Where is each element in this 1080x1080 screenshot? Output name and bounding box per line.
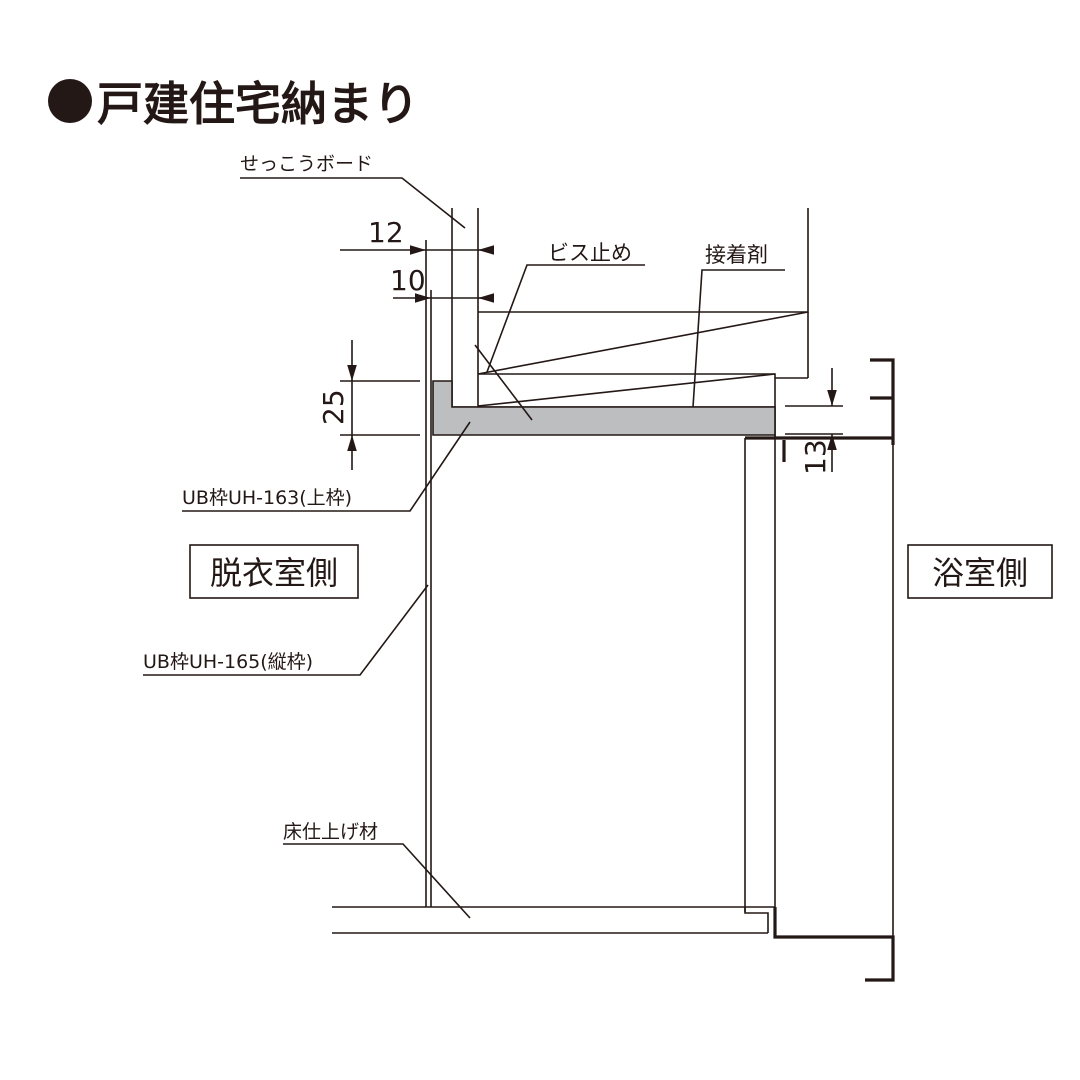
- dressing-room-side: 脱衣室側: [210, 554, 338, 592]
- bullet-icon: [48, 79, 92, 123]
- bathroom-box: [907, 544, 1053, 599]
- gypsum-board-outline: [451, 208, 775, 408]
- adhesive-leader: [692, 269, 785, 408]
- screw: [474, 344, 533, 421]
- gypsum-board-label: せっこうボード: [240, 153, 373, 175]
- vertical-frame-leader: [143, 584, 429, 676]
- top-frame-leader: [182, 421, 471, 512]
- top-frame-label: UB枠UH-163(上枠): [182, 487, 352, 509]
- page-title: 戸建住宅納まり: [97, 77, 419, 131]
- dim-13: 13: [799, 439, 832, 475]
- dim-10: 10: [390, 264, 426, 297]
- floor-finish-label: 床仕上げ材: [283, 821, 378, 843]
- dressing-room-box: [189, 544, 359, 599]
- bathroom-side: 浴室側: [932, 554, 1028, 592]
- bath-wall-panel: [870, 358, 895, 445]
- dim-12: 12: [368, 216, 404, 249]
- wood-diagonal: [477, 311, 809, 375]
- bath-floor-pan: [773, 907, 895, 982]
- threshold-step: [744, 907, 769, 933]
- adhesive-label: 接着剤: [705, 243, 768, 267]
- screw-leader: [486, 264, 645, 373]
- gypsum-board-leader: [240, 177, 466, 229]
- dim-25: 25: [317, 389, 350, 425]
- screw-label: ビス止め: [548, 241, 632, 265]
- top-frame-uh163: [432, 380, 776, 436]
- wood-diagonal: [477, 373, 776, 407]
- vertical-frame-label: UB枠UH-165(縦枠): [143, 651, 313, 673]
- floor-finish-leader: [283, 843, 471, 919]
